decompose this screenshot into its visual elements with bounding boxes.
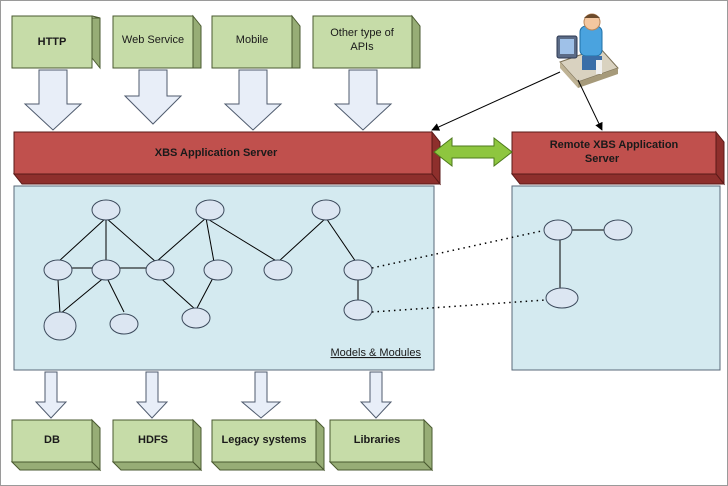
graph-node — [91, 259, 121, 281]
input-box-mobile: Mobile — [211, 14, 301, 69]
arrow-down-libraries — [359, 371, 393, 419]
arrow-down-db — [34, 371, 68, 419]
remote-graph-node — [545, 287, 579, 309]
models-modules-label: Models & Modules — [331, 347, 422, 359]
input-label-http: HTTP — [38, 36, 67, 48]
graph-node — [343, 259, 373, 281]
graph-node — [263, 259, 293, 281]
graph-node — [43, 259, 73, 281]
user-at-computer-icon — [556, 13, 619, 88]
output-label-legacy-systems: Legacy systems — [222, 434, 307, 446]
remote-server-label-2: Server — [585, 153, 620, 165]
arrow-down-http — [23, 69, 83, 131]
remote-graph-node — [543, 219, 573, 241]
user-to-remote-server-arrow — [577, 79, 603, 131]
graph-node — [311, 199, 341, 221]
graph-node — [91, 199, 121, 221]
input-label-other-apis-1: Other type of — [330, 27, 395, 39]
input-box-other-apis: Other type of APIs — [312, 14, 421, 69]
output-label-hdfs: HDFS — [138, 434, 168, 446]
remote-graph-node — [603, 219, 633, 241]
remote-modules-panel — [511, 185, 721, 371]
arrow-down-web-service — [123, 69, 183, 125]
bidirectional-sync-arrow — [433, 136, 513, 168]
graph-node — [43, 311, 77, 341]
output-box-db: DB — [10, 418, 102, 472]
remote-server-label-1: Remote XBS Application — [550, 139, 679, 151]
output-label-libraries: Libraries — [354, 434, 400, 446]
output-box-libraries: Libraries — [328, 418, 434, 472]
remote-xbs-application-server: Remote XBS Application Server — [510, 130, 726, 186]
remote-links — [371, 229, 547, 313]
input-box-web-service: Web Service — [112, 14, 202, 69]
xbs-application-server: XBS Application Server — [12, 130, 442, 186]
input-label-other-apis-2: APIs — [350, 41, 374, 53]
input-label-mobile: Mobile — [236, 34, 268, 46]
graph-node — [145, 259, 175, 281]
output-box-hdfs: HDFS — [111, 418, 203, 472]
server-label: XBS Application Server — [155, 147, 278, 159]
output-label-db: DB — [44, 434, 60, 446]
arrow-down-hdfs — [135, 371, 169, 419]
input-box-http: HTTP — [11, 15, 101, 70]
arrow-down-other-apis — [333, 69, 393, 131]
graph-node — [343, 299, 373, 321]
graph-node — [203, 259, 233, 281]
graph-node — [181, 307, 211, 329]
graph-node — [195, 199, 225, 221]
input-label-web-service: Web Service — [122, 34, 184, 46]
user-to-server-arrow — [431, 71, 561, 131]
arrow-down-legacy — [240, 371, 282, 419]
arrow-down-mobile — [223, 69, 283, 131]
graph-node — [109, 313, 139, 335]
output-box-legacy-systems: Legacy systems — [210, 418, 326, 472]
